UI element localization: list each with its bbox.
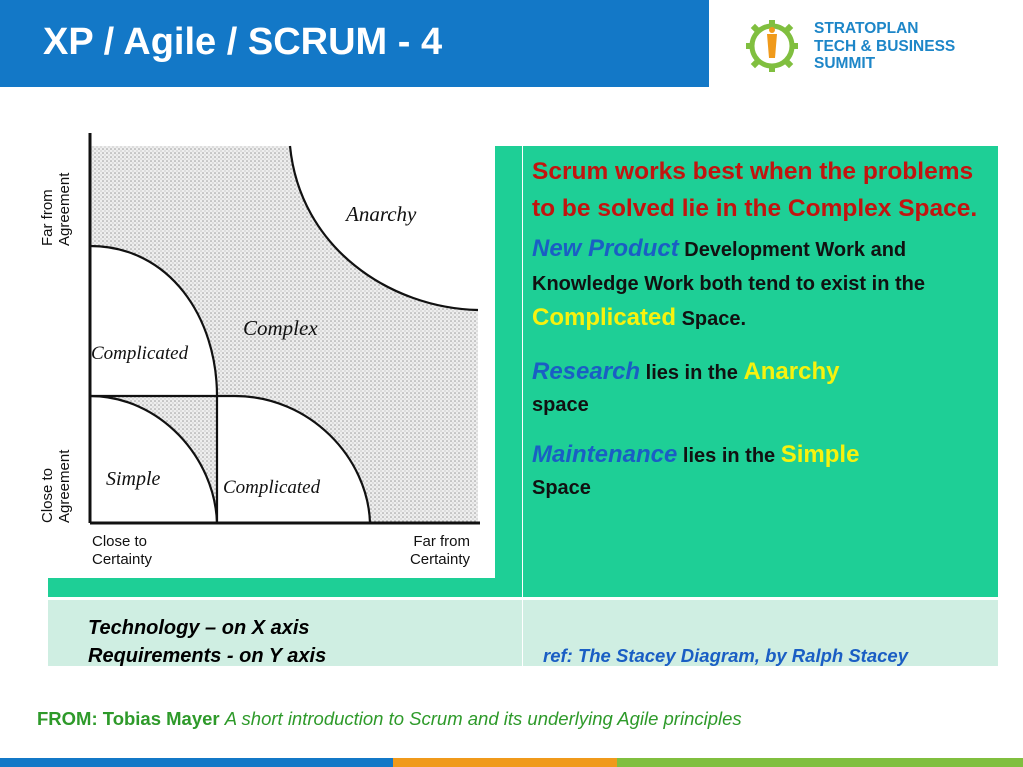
research-tail: space	[532, 394, 589, 416]
y-axis-top-label-2: Agreement	[56, 172, 73, 246]
stacey-diagram: Anarchy Complex Complicated Simple Compl…	[39, 133, 480, 568]
zone-label-complicated-bottom: Complicated	[223, 477, 321, 498]
maintenance-tail: Space	[532, 477, 591, 499]
content-table-bottom-row	[48, 600, 998, 666]
x-axis-right-label-2: Certainty	[410, 551, 471, 568]
new-product-paragraph: New Product Development Work and Knowled…	[532, 232, 984, 336]
simple-zone	[90, 396, 217, 523]
research-middle: lies in the	[640, 362, 744, 384]
y-axis-bottom-label-1: Close to	[39, 468, 56, 523]
source-label: FROM: Tobias Mayer	[37, 708, 220, 729]
complicated-term: Complicated	[532, 304, 677, 331]
y-axis-bottom-label-2: Agreement	[56, 449, 73, 523]
maintenance-term: Maintenance	[532, 441, 678, 468]
source-attribution: FROM: Tobias Mayer A short introduction …	[37, 708, 742, 730]
slide-title: XP / Agile / SCRUM - 4	[43, 21, 443, 63]
new-product-tail: Space.	[676, 308, 747, 330]
header-banner: XP / Agile / SCRUM - 4	[0, 0, 709, 87]
source-title: A short introduction to Scrum and its un…	[224, 708, 742, 729]
complicated-top-zone	[90, 246, 217, 396]
table-row-divider	[48, 597, 998, 600]
footer-bar-blue	[0, 758, 393, 767]
y-axis-top-label-1: Far from	[39, 189, 56, 246]
research-term: Research	[532, 358, 641, 385]
zone-label-anarchy: Anarchy	[344, 202, 417, 226]
headline-text: Scrum works best when the problems to be…	[532, 158, 978, 222]
logo-text: STRATOPLAN TECH & BUSINESS SUMMIT	[814, 20, 955, 73]
maintenance-middle: lies in the	[677, 445, 781, 467]
x-axis-left-label-1: Close to	[92, 533, 147, 550]
explanation-panel: Scrum works best when the problems to be…	[532, 153, 984, 504]
logo-line-3: SUMMIT	[814, 55, 876, 72]
footer-bar-orange	[393, 758, 617, 767]
zone-label-complicated-top: Complicated	[91, 343, 189, 364]
logo-line-1: STRATOPLAN	[814, 20, 919, 37]
research-paragraph: Research lies in the Anarchy space	[532, 356, 984, 421]
complex-zone	[90, 146, 478, 523]
axis-note-requirements: Requirements - on Y axis	[88, 645, 327, 667]
x-axis-left-label-2: Certainty	[92, 551, 153, 568]
x-axis-right-label-1: Far from	[413, 533, 470, 550]
new-product-middle: Development Work and Knowledge Work both…	[532, 239, 925, 295]
gear-lightbulb-icon	[746, 20, 798, 72]
table-column-divider	[522, 146, 523, 666]
zone-label-simple: Simple	[106, 468, 161, 490]
logo-line-2: TECH & BUSINESS	[814, 37, 956, 55]
reference-text: ref: The Stacey Diagram, by Ralph Stacey	[543, 645, 908, 666]
anarchy-term: Anarchy	[743, 358, 840, 385]
axis-note-technology: Technology – on X axis	[88, 617, 310, 639]
footer-bar-green	[617, 758, 1023, 767]
axis-note: Technology – on X axis Requirements - on…	[88, 614, 326, 670]
zone-label-complex: Complex	[243, 316, 318, 340]
simple-term: Simple	[780, 441, 860, 468]
new-product-term: New Product	[532, 235, 679, 262]
complicated-bottom-zone	[217, 396, 370, 523]
summit-logo: STRATOPLAN TECH & BUSINESS SUMMIT	[740, 16, 1010, 76]
maintenance-paragraph: Maintenance lies in the Simple Space	[532, 439, 984, 504]
